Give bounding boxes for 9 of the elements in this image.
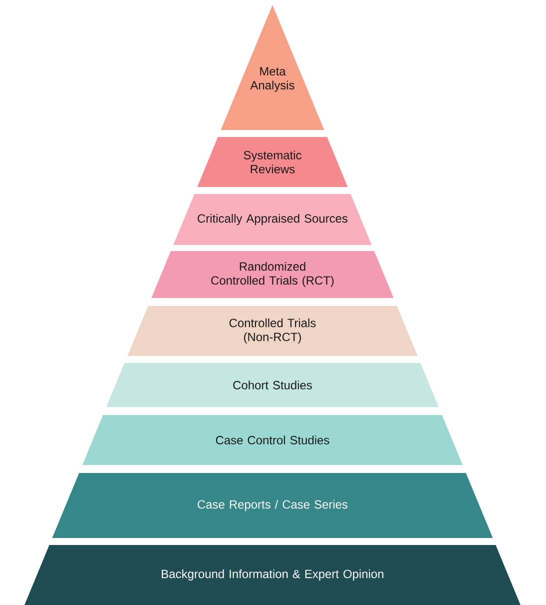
pyramid-band: Systematic Reviews xyxy=(197,137,348,187)
pyramid-band: Controlled Trials (Non-RCT) xyxy=(127,306,418,356)
pyramid-band: Case Reports / Case Series xyxy=(52,473,493,538)
pyramid-band: Background Information & Expert Opinion xyxy=(24,545,520,605)
pyramid-band: Cohort Studies xyxy=(106,363,439,407)
pyramid-band: Case Control Studies xyxy=(82,415,463,465)
pyramid-tip: Meta Analysis xyxy=(220,5,324,130)
pyramid-band: Randomized Controlled Trials (RCT) xyxy=(151,251,394,298)
pyramid-band: Critically Appraised Sources xyxy=(173,194,372,245)
